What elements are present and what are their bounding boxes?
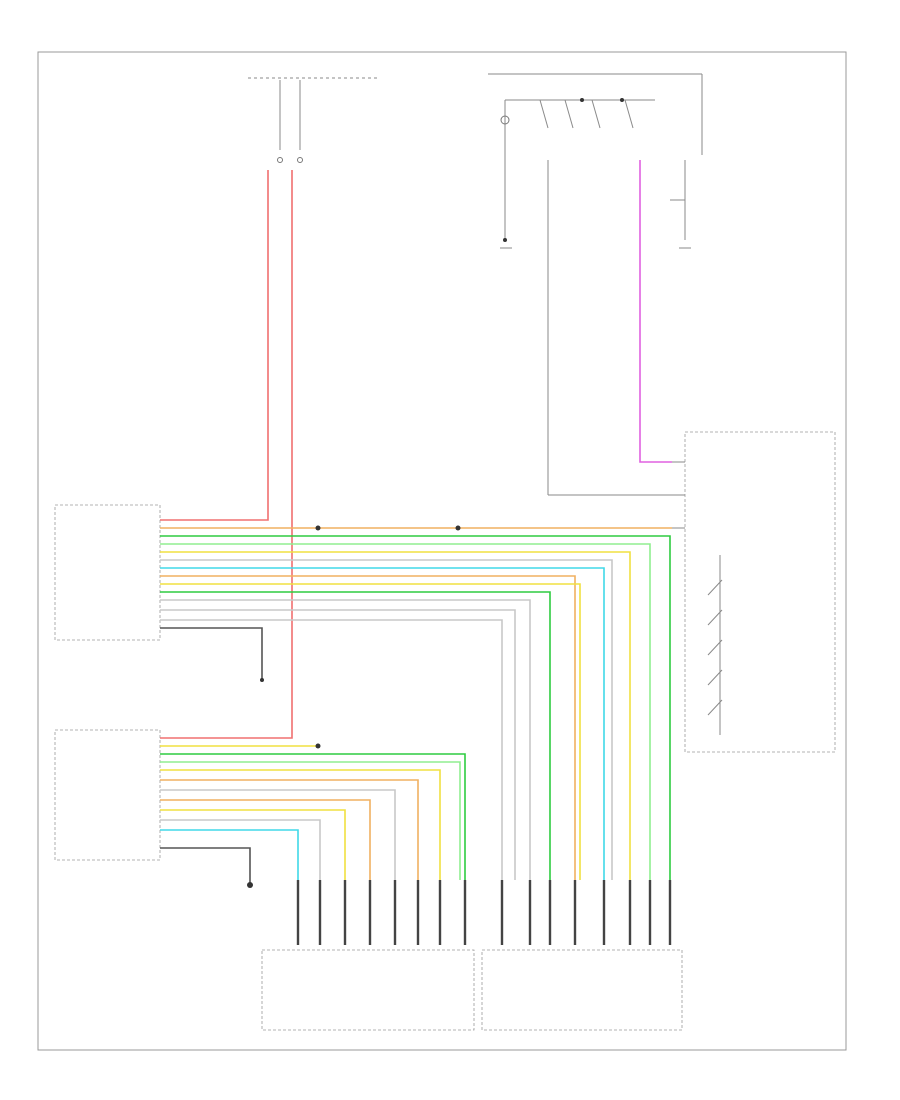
wire-upper-lightgreen <box>160 543 651 880</box>
connector-pins <box>296 880 672 945</box>
wire-upper-gray2 <box>160 599 531 880</box>
wire-upper-gray1 <box>160 559 613 880</box>
wires <box>160 160 685 885</box>
bottom-right-actuator-box <box>481 949 683 1031</box>
wire-upper-cyan <box>160 567 605 880</box>
fuse-block-top-left <box>248 77 380 163</box>
wire-upper-gray4 <box>160 619 503 880</box>
wire-lower-yellow3 <box>160 809 346 880</box>
ground-symbols <box>247 238 507 888</box>
wire-lower-green <box>160 753 466 880</box>
wire-magenta <box>639 160 672 463</box>
wire-red-main <box>160 170 269 521</box>
wire-lower-orange2 <box>160 799 371 880</box>
wire-upper-yellow2 <box>160 583 581 880</box>
splice-points <box>315 525 461 749</box>
diagram-frame <box>37 51 847 1051</box>
wire-upper-orange2 <box>160 575 576 880</box>
right-control-module <box>684 431 836 753</box>
left-module-upper <box>54 504 161 641</box>
wire-upper-yellow <box>160 551 631 880</box>
wire-lower-cyan <box>160 829 299 880</box>
wire-upper-ground <box>160 627 263 680</box>
wire-upper-green <box>160 535 671 880</box>
wire-lower-gray <box>160 789 396 880</box>
wire-lower-yellow2 <box>160 769 441 880</box>
wire-lower-ground <box>160 847 251 885</box>
wire-lower-gray2 <box>160 819 321 880</box>
switch-block-top-right <box>488 73 703 496</box>
wire-lower-orange <box>160 779 419 880</box>
bottom-left-actuator-box <box>261 949 475 1031</box>
wire-red-lower-feed <box>160 170 293 739</box>
left-module-lower <box>54 729 161 861</box>
wire-upper-gray3 <box>160 609 516 880</box>
wire-lower-lightgreen <box>160 761 461 880</box>
wire-upper-green2 <box>160 591 551 880</box>
